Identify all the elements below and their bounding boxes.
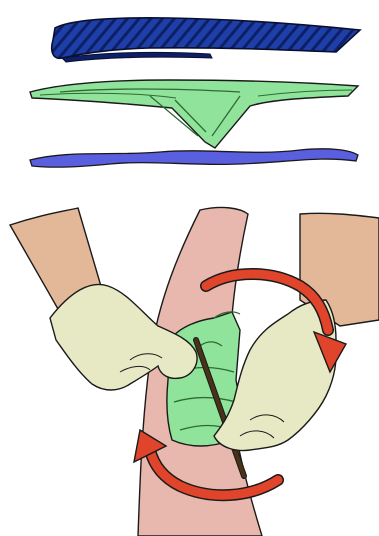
necktie-icon (52, 18, 360, 62)
strip-bandage-icon (30, 149, 358, 167)
triangular-bandage-icon (30, 80, 358, 148)
